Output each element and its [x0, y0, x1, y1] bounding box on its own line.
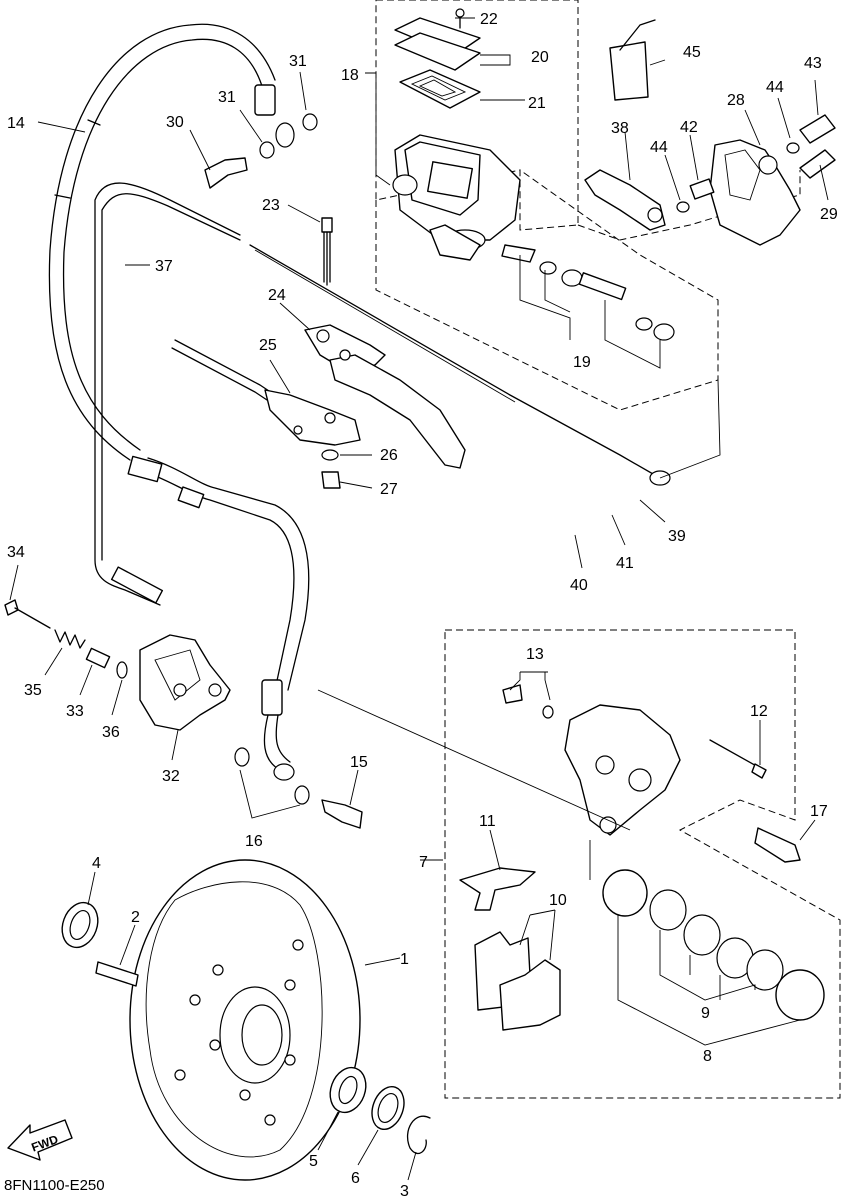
label-45: 45 — [683, 44, 701, 61]
label-40: 40 — [570, 577, 588, 594]
washer-31-left — [259, 141, 275, 159]
caliper-group-box — [444, 629, 841, 1099]
label-10: 10 — [549, 892, 567, 909]
label-26: 26 — [380, 447, 398, 464]
washer-36 — [116, 661, 128, 679]
piston-kit-19 — [501, 244, 675, 341]
collar-33 — [85, 647, 111, 669]
union-bolt-15 — [321, 799, 363, 829]
label-38: 38 — [611, 120, 629, 137]
label-3: 3 — [400, 1183, 409, 1198]
label-13: 13 — [526, 646, 544, 663]
washer-26 — [321, 449, 339, 461]
label-35: 35 — [24, 682, 42, 699]
washer-31-right — [302, 113, 318, 131]
callout-labels: 1 2 3 4 5 6 7 8 9 10 11 12 13 14 15 16 1… — [7, 11, 838, 1198]
cable-37 — [94, 182, 671, 606]
caliper-32 — [139, 634, 231, 731]
label-21: 21 — [528, 95, 546, 112]
label-24: 24 — [268, 287, 286, 304]
lever-24 — [304, 324, 466, 469]
union-bolt-30 — [204, 157, 248, 189]
diagram-code: 8FN1100-E250 — [4, 1177, 105, 1194]
label-36: 36 — [102, 724, 120, 741]
piston-8 — [602, 869, 825, 1021]
label-1: 1 — [400, 951, 409, 968]
bleed-screw-13 — [502, 684, 554, 719]
label-28: 28 — [727, 92, 745, 109]
spring-35 — [54, 629, 86, 649]
pad-spring-11 — [459, 867, 536, 911]
label-4: 4 — [92, 855, 101, 872]
label-33: 33 — [66, 703, 84, 720]
label-2: 2 — [131, 909, 140, 926]
caliper-7 — [564, 704, 681, 836]
label-6: 6 — [351, 1170, 360, 1187]
pin-34 — [4, 599, 51, 629]
washer-44-upper — [786, 142, 800, 154]
bolt-29 — [799, 149, 836, 179]
leader-lines — [9, 17, 829, 1181]
master-cylinder-18 — [392, 134, 521, 261]
label-31b: 31 — [289, 53, 307, 70]
label-15: 15 — [350, 754, 368, 771]
plate-45 — [609, 19, 656, 101]
nut-27 — [321, 471, 341, 489]
label-17: 17 — [810, 803, 828, 820]
hose-fitting-upper — [254, 84, 295, 148]
label-31a: 31 — [218, 89, 236, 106]
bolt-43 — [799, 114, 836, 144]
label-39: 39 — [668, 528, 686, 545]
label-12: 12 — [750, 703, 768, 720]
label-43: 43 — [804, 55, 822, 72]
brake-disc-1 — [129, 859, 361, 1181]
label-41: 41 — [616, 555, 634, 572]
label-44b: 44 — [766, 79, 784, 96]
label-22: 22 — [480, 11, 498, 28]
label-37: 37 — [155, 258, 173, 275]
label-19: 19 — [573, 354, 591, 371]
label-30: 30 — [166, 114, 184, 131]
label-25: 25 — [259, 337, 277, 354]
pin-12 — [709, 739, 767, 779]
label-16: 16 — [245, 833, 263, 850]
label-23: 23 — [262, 197, 280, 214]
circlip-3 — [406, 1115, 431, 1155]
brake-hose-14 — [48, 23, 310, 781]
label-34: 34 — [7, 544, 25, 561]
label-7: 7 — [419, 854, 428, 871]
brake-pads-10 — [474, 931, 561, 1031]
washers-16 — [234, 747, 310, 805]
label-14: 14 — [7, 115, 25, 132]
label-20: 20 — [531, 49, 549, 66]
label-32: 32 — [162, 768, 180, 785]
label-5: 5 — [309, 1153, 318, 1170]
label-8: 8 — [703, 1048, 712, 1065]
label-11: 11 — [479, 813, 496, 830]
washer-6 — [371, 1085, 405, 1131]
lever-38 — [584, 169, 666, 231]
key-2 — [95, 961, 139, 987]
fwd-arrow-icon: FWD — [7, 1119, 73, 1161]
seals-9 — [649, 889, 784, 991]
washer-5 — [329, 1066, 367, 1114]
bolt-17 — [754, 827, 801, 863]
bracket-group-box — [577, 170, 801, 241]
washer-44-lower — [676, 201, 690, 213]
lever-holder-25 — [171, 339, 361, 446]
bracket-28 — [709, 139, 801, 246]
label-42: 42 — [680, 119, 698, 136]
label-27: 27 — [380, 481, 398, 498]
collar-42 — [689, 178, 715, 200]
label-29: 29 — [820, 206, 838, 223]
bolt-23 — [321, 217, 333, 286]
label-44a: 44 — [650, 139, 668, 156]
reservoir-cap-20 — [394, 8, 481, 109]
label-18: 18 — [341, 67, 359, 84]
label-9: 9 — [701, 1005, 710, 1022]
ring-4 — [61, 901, 99, 949]
